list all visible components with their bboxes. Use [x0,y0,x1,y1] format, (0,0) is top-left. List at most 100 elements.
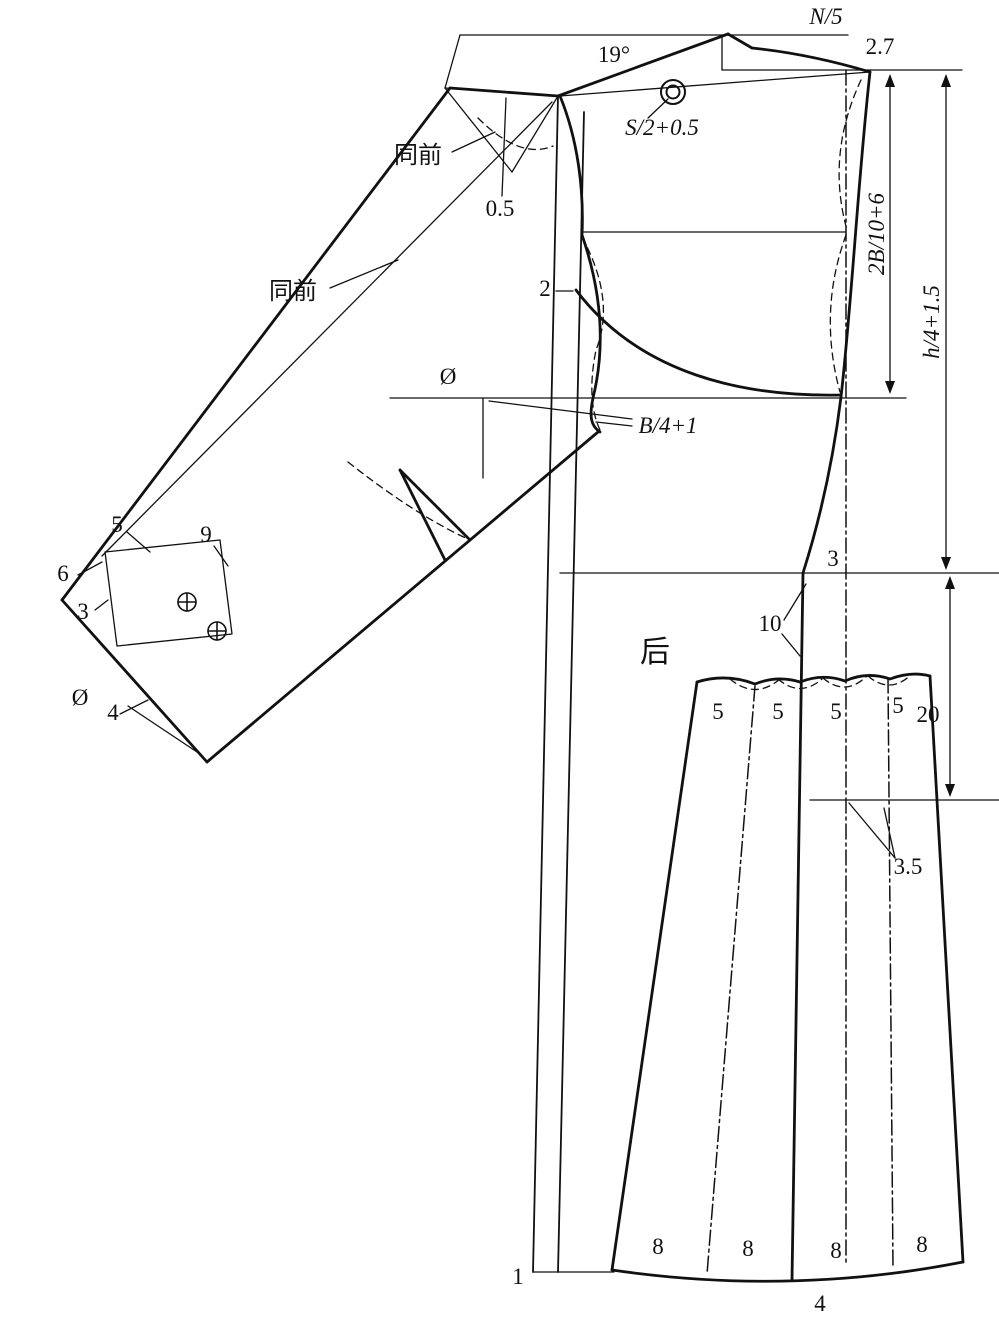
armhole-ease-arc [581,236,604,431]
sleeve-shoulder-edge [448,86,560,98]
skirt-fold-line-left [706,685,756,1275]
center-back-arc-lower [829,234,847,393]
leader-cuff-four-a [127,705,201,755]
label-shoulder-formula: S/2+0.5 [625,115,699,140]
skirt-scallop-4 [867,673,913,686]
drawing-root: N/5 2.7 19° S/2+0.5 同前 同前 0.5 2 2B/10+6 … [57,4,999,1316]
leader-cuff-five [126,531,151,553]
leader-same2 [329,259,399,289]
leader-lines [77,98,896,859]
center-back-vertical-2 [557,111,585,1273]
skirt-scallop-1 [729,678,781,691]
label-waist-offset: 3 [827,546,839,571]
shoulder-button-icon [660,79,686,105]
label-equal-chest: Ø [440,364,457,389]
leader-cuff-four-b [119,699,149,715]
center-back-arc-upper [838,79,862,231]
neck-notch [726,32,754,50]
top-left-tick [444,34,461,89]
collar-ease-arc [477,117,554,151]
label-back-character: 后 [640,635,670,670]
ease-arcs [347,79,913,691]
elbow-ease-arc [347,461,471,541]
skirt-top-edge [695,672,932,686]
dim-armhole-depth-arrow-bottom [885,381,895,394]
skirt-fold-line-right [887,677,894,1269]
leader-shoulder-formula [647,98,669,119]
shoulder-straight-line [559,71,871,97]
dim-back-length-arrow-bottom [941,557,951,570]
symbols [177,79,686,641]
leader-three-five-b [883,807,896,859]
label-panel-five-2: 5 [772,699,784,724]
dim-hip-depth-arrow-bottom [945,784,955,797]
label-same-as-front-2: 同前 [269,277,317,305]
label-flare-offset: 3.5 [894,854,923,879]
dim-armhole-depth-arrow-top [885,74,895,87]
sleeve-top-edge [60,86,452,602]
shoulder-button-inner-icon [665,84,681,100]
center-back-seam [790,70,872,1282]
center-back-vertical-1 [532,95,559,1273]
label-cuff-nine: 9 [200,522,212,547]
label-panel-five-4: 5 [892,693,904,718]
label-skirt-offset-ten: 10 [759,611,782,636]
label-panel-eight-4: 8 [916,1232,928,1257]
labels: N/5 2.7 19° S/2+0.5 同前 同前 0.5 2 2B/10+6 … [57,4,944,1316]
label-chest-formula: B/4+1 [639,413,698,438]
fold-lines [706,69,894,1275]
label-shoulder-angle: 19° [598,42,630,67]
skirt-hem-curve [610,1260,965,1283]
label-equal-cuff: Ø [72,685,89,710]
label-half-offset: 0.5 [486,196,515,221]
label-hem-four: 4 [814,1291,826,1316]
half-offset-tick [501,97,507,197]
collar-triangle-b [444,87,513,173]
label-hip-depth: 20 [917,702,940,727]
label-cuff-three: 3 [77,599,89,624]
leader-cuff-three [94,599,109,611]
shoulder-seam [556,32,730,98]
dim-hip-depth-arrow-top [945,576,955,589]
collar-triangle-c [511,95,559,173]
dimension-arrows [885,74,955,797]
leader-chest-formula-a [488,400,633,420]
back-neck-curve [750,46,872,74]
skirt-right-edge [928,674,965,1264]
skirt-scallop-2 [777,678,823,690]
label-back-length: h/4+1.5 [919,285,944,359]
label-panel-five-1: 5 [712,699,724,724]
leader-same1 [451,131,496,153]
garment-outlines [60,32,965,1283]
label-panel-eight-3: 8 [830,1238,842,1263]
raglan-chest-curve [574,288,843,397]
skirt-left-edge [610,680,699,1272]
label-cuff-four: 4 [107,700,119,725]
sleeve-cuff-edge [60,598,209,764]
cuff-rect [104,539,233,647]
leader-three-five-a [848,802,896,859]
label-neck-width: N/5 [808,4,842,29]
label-same-as-front-1: 同前 [394,141,442,169]
sleeve-under-edge [205,430,600,764]
cuff-button-2-icon [207,621,227,641]
sleeve-fold-line [101,101,553,557]
label-cuff-five: 5 [111,512,123,537]
leader-ten-b [781,633,801,657]
label-cuff-six: 6 [57,561,69,586]
label-panel-eight-1: 8 [652,1234,664,1259]
label-hem-one: 1 [512,1264,524,1289]
label-point-two: 2 [539,276,551,301]
label-panel-five-3: 5 [830,699,842,724]
sleeve-cap-curve [558,94,602,434]
leader-chest-formula-b [595,421,633,427]
cuff-button-icon [177,592,197,612]
label-neck-rise: 2.7 [866,34,895,59]
label-armhole-depth: 2B/10+6 [864,193,889,275]
dim-back-length-arrow-top [941,74,951,87]
leader-cuff-nine [213,545,229,567]
elbow-dart-leg-b [398,468,472,542]
skirt-scallop-3 [822,675,868,688]
